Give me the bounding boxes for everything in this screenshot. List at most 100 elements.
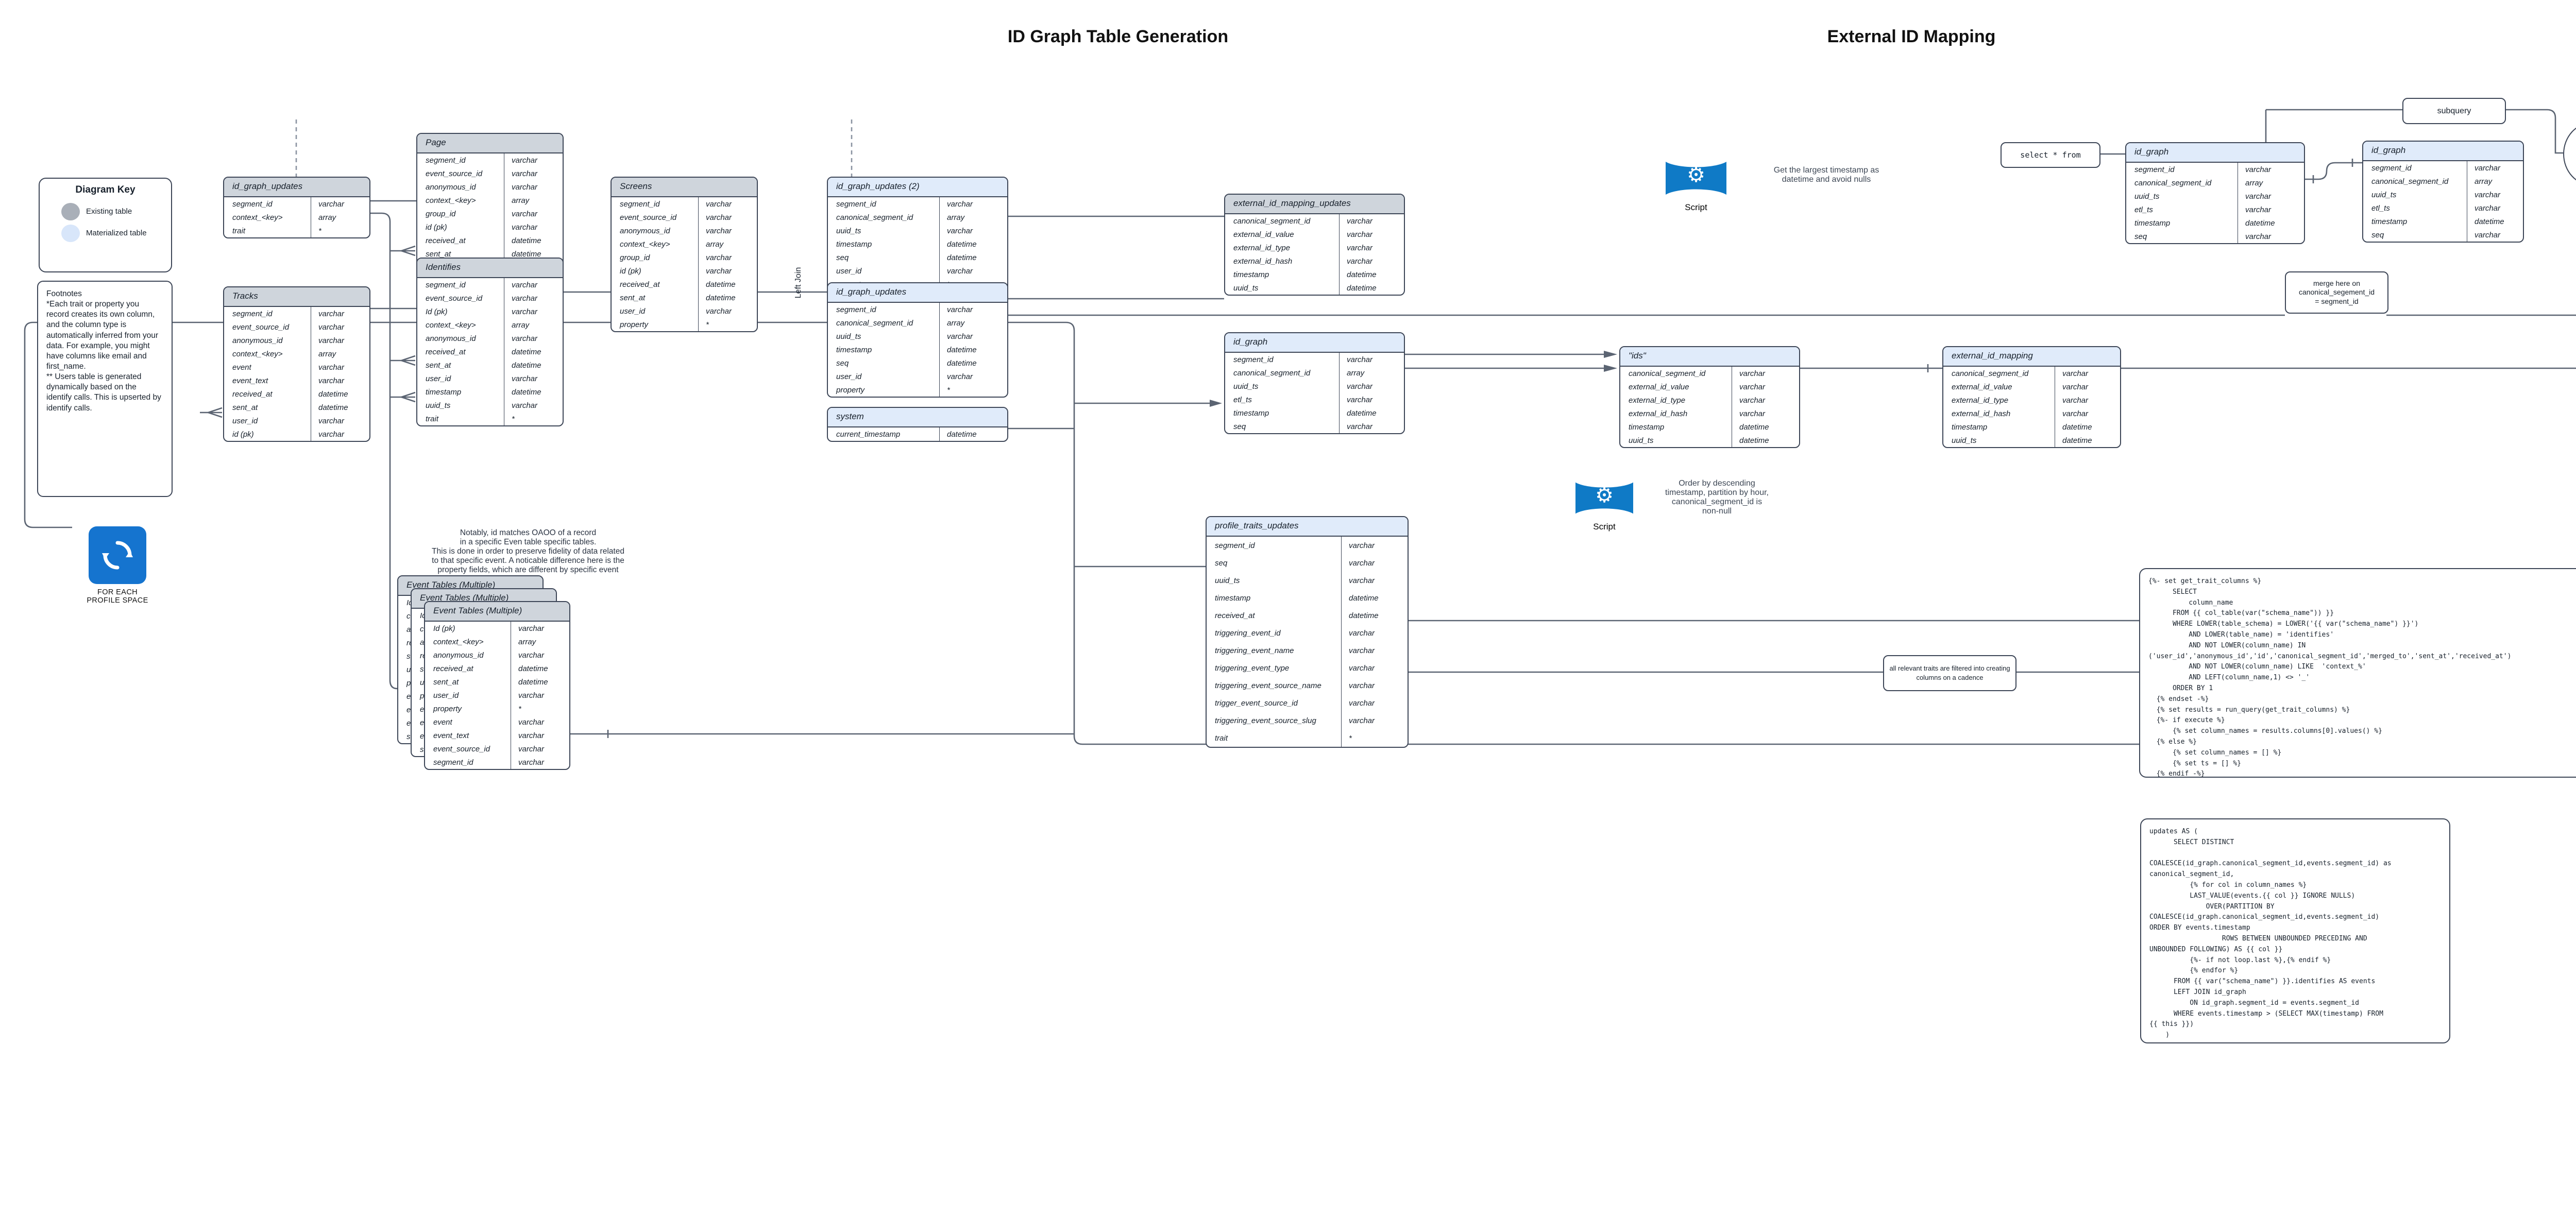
field-name: event_text [425,729,511,742]
field-name: canonical_segment_id [1620,367,1732,380]
field-type: varchar [518,624,545,633]
field-row: Id (pk)varchar [425,622,569,635]
field-name: etl_ts [2363,201,2467,215]
field-name: external_id_type [1620,393,1732,407]
field-type: varchar [1349,541,1375,550]
field-name: sent_at [224,401,311,414]
table-title: id_graph [2126,143,2304,163]
field-row: id (pk)varchar [612,264,757,278]
script-shape-largest-timestamp[interactable]: ⚙ Script [1666,159,1726,213]
field-name: group_id [612,251,699,264]
select-from-box[interactable]: select * from [2001,142,2100,168]
field-name: canonical_segment_id [2363,175,2467,188]
field-name: sent_at [417,358,504,372]
field-name: event_source_id [224,320,311,334]
field-type: varchar [1739,396,1766,405]
field-type: varchar [518,731,545,740]
footnotes[interactable]: Footnotes *Each trait or property you re… [37,281,173,497]
field-name: uuid_ts [1620,434,1732,447]
field-type: datetime [947,358,977,368]
union-circle[interactable]: Union [2563,122,2576,186]
loop-label: FOR EACH PROFILE SPACE [87,588,148,605]
field-type: varchar [947,305,973,314]
field-name: timestamp [2126,216,2238,230]
field-type: varchar [947,199,973,209]
traits-filtered-note[interactable]: all relevant traits are filtered into cr… [1883,655,2016,691]
key-item-label: Existing table [86,207,132,216]
script-shape-order-by[interactable]: ⚙ Script [1575,479,1633,532]
field-name: canonical_segment_id [1943,367,2055,380]
field-type: varchar [1347,422,1373,431]
field-name: segment_id [1225,353,1340,366]
field-type: varchar [2475,163,2501,173]
get-trait-columns-code[interactable]: {%- set get_trait_columns %} SELECT colu… [2139,568,2576,778]
field-type: varchar [1347,395,1373,404]
field-type: datetime [1347,408,1377,418]
table-title: system [828,408,1007,427]
table-title: id_graph_updates [828,283,1007,303]
field-type: varchar [512,209,538,218]
diagram-key[interactable]: Diagram Key Existing table Materialized … [39,178,172,272]
field-type: varchar [2245,205,2272,214]
field-name: property [828,383,940,397]
table-title: id_graph_updates (2) [828,178,1007,197]
field-name: trigger_event_source_id [1207,694,1342,712]
script-banner-icon [1666,162,1726,195]
field-name: user_id [612,304,699,318]
field-row: id (pk)varchar [224,427,369,441]
field-type: varchar [1739,369,1766,378]
field-type: * [512,414,515,423]
field-type: varchar [512,169,538,178]
for-each-profile-space[interactable]: FOR EACH PROFILE SPACE [74,526,161,605]
merge-note-box[interactable]: merge here on canonical_segement_id = se… [2285,271,2388,314]
table-title: Screens [612,178,757,197]
key-item-existing: Existing table [40,201,171,222]
field-name: segment_id [828,303,940,316]
updates-cte-code[interactable]: updates AS ( SELECT DISTINCT COALESCE(id… [2140,818,2450,1043]
field-name: uuid_ts [828,330,940,343]
field-name: event_source_id [425,742,511,756]
field-type: array [318,349,336,358]
field-type: * [1349,733,1352,743]
subquery-box[interactable]: subquery [2402,98,2506,124]
